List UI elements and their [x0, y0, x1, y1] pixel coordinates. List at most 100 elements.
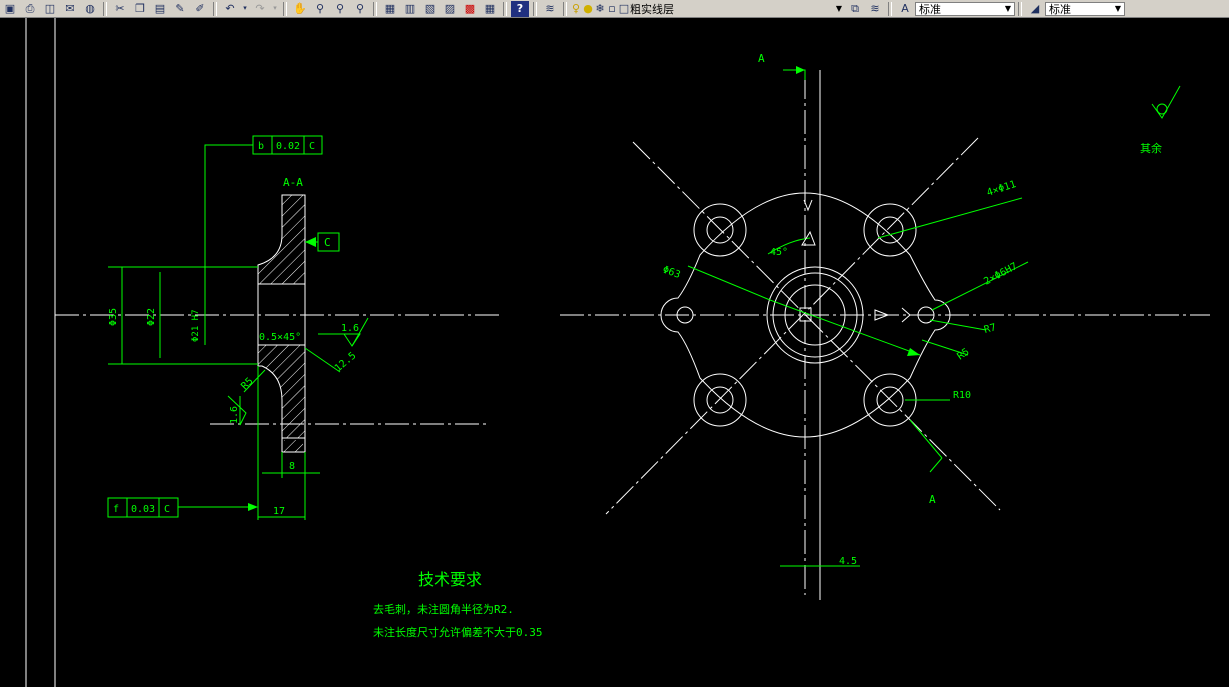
sun-icon[interactable]: ●	[583, 2, 593, 15]
design-center-icon[interactable]: ▥	[404, 2, 416, 15]
dim-style-icon[interactable]: ◢	[1030, 2, 1040, 15]
bolt-hole-boss	[863, 203, 917, 257]
layer-manager-icon[interactable]: ≋	[545, 2, 555, 15]
drawing-canvas[interactable]: A-A C b 0.02 C	[0, 18, 1229, 687]
layer-previous-icon[interactable]: ≋	[870, 2, 880, 15]
dim-style-dropdown[interactable]: 标准 ▼	[1045, 1, 1125, 16]
fcf-top[interactable]: b 0.02 C	[204, 135, 323, 315]
rough-other-label: 其余	[1140, 141, 1162, 155]
datum-triangle	[305, 237, 316, 247]
toolbar-separator	[1018, 1, 1022, 16]
properties-icon[interactable]: ▦	[384, 2, 396, 15]
block-editor-icon[interactable]: ✐	[195, 2, 205, 15]
roughness-symbol	[227, 395, 247, 426]
bolt-hole	[876, 386, 904, 414]
angle-marker	[801, 230, 816, 246]
markup-icon[interactable]: ▩	[464, 2, 476, 15]
toolbar-separator	[103, 1, 107, 16]
sheet-set-icon[interactable]: ▨	[444, 2, 456, 15]
dim-phi22: Φ22	[146, 308, 157, 326]
zoom-previous-icon[interactable]: ⚲	[355, 2, 365, 15]
roughness-other[interactable]: 其余	[1140, 85, 1181, 155]
copy-icon[interactable]: ❐	[135, 2, 145, 15]
technical-requirements[interactable]: 技术要求 去毛刺，未注圆角半径为R2. 未注长度尺寸允许偏差不大于0.35	[373, 570, 543, 639]
undo-icon[interactable]: ↶	[225, 2, 235, 15]
zoom-window-icon[interactable]: ⚲	[335, 2, 345, 15]
freeze-icon[interactable]: ❄	[595, 2, 605, 15]
dim-45: 4.5	[839, 556, 857, 567]
front-view[interactable]: A A Φ63 45° 4×Φ11 2×Φ6H7 R7 R5 R10	[560, 52, 1210, 600]
fcf-datum: C	[164, 504, 170, 515]
y-axis-marker	[803, 199, 813, 212]
rough-16-a: 1.6	[341, 323, 359, 334]
dim-45deg: 45°	[770, 247, 788, 258]
pin-hole	[917, 306, 935, 324]
plot-preview-icon[interactable]: ◫	[44, 2, 56, 15]
fcf-datum: C	[309, 141, 315, 152]
dropdown-arrow-icon[interactable]: ▾	[243, 4, 247, 12]
help-icon[interactable]: ?	[511, 0, 529, 17]
tool-palettes-icon[interactable]: ▧	[424, 2, 436, 15]
chevron-down-icon: ▼	[1004, 4, 1011, 13]
redo-icon[interactable]: ↷	[255, 2, 265, 15]
dim-4xphi11: 4×Φ11	[986, 179, 1018, 199]
datum-c-label: C	[324, 236, 331, 249]
dim-r5-right: R5	[955, 347, 971, 363]
lock-icon[interactable]: ▫	[608, 2, 616, 15]
paste-icon[interactable]: ▤	[154, 2, 166, 15]
toolbar-separator	[283, 1, 287, 16]
layer-dropdown[interactable]: 粗实线层 ▼	[630, 2, 845, 16]
dim-2xphi6h7: 2×Φ6H7	[982, 261, 1019, 288]
bolt-hole	[706, 386, 734, 414]
standard-toolbar: ▣ ⎙ ◫ ✉ ◍ ✂ ❐ ▤ ✎ ✐ ↶ ▾ ↷ ▾ ✋ ⚲ ⚲ ⚲ ▦ ▥ …	[0, 0, 1229, 18]
dim-leader	[877, 197, 1023, 239]
make-current-layer-icon[interactable]: ⧉	[851, 2, 859, 15]
dim-phi35: Φ35	[108, 308, 119, 326]
save-icon[interactable]: ▣	[4, 2, 16, 15]
toolbar-separator	[373, 1, 377, 16]
fcf-arrow	[248, 503, 258, 511]
arrow-head	[907, 348, 920, 356]
dropdown-arrow-icon[interactable]: ▾	[273, 4, 277, 12]
dim-8: 8	[289, 461, 295, 472]
layer-name: 粗实线层	[630, 2, 674, 16]
text-style-value: 标准	[919, 2, 941, 16]
dim-chamfer: 0.5×45°	[259, 332, 301, 343]
pan-icon[interactable]: ✋	[293, 2, 307, 15]
dim-leader	[687, 265, 771, 301]
print-icon[interactable]: ⎙	[25, 2, 35, 15]
match-properties-icon[interactable]: ✎	[175, 2, 185, 15]
section-arrow	[909, 419, 943, 459]
bolt-hole	[876, 216, 904, 244]
angle-arc	[767, 237, 811, 255]
toolbar-separator	[503, 1, 507, 16]
cut-icon[interactable]: ✂	[115, 2, 125, 15]
view-mark-bottom: A	[929, 493, 936, 506]
text-style-icon[interactable]: A	[901, 2, 909, 15]
dim-leader	[769, 299, 921, 356]
fcf-bottom[interactable]: f 0.03 C	[107, 497, 258, 518]
zoom-realtime-icon[interactable]: ⚲	[315, 2, 325, 15]
dim-leader	[931, 261, 1029, 311]
toolbar-separator	[563, 1, 567, 16]
toolbar-separator	[888, 1, 892, 16]
section-arrow	[783, 69, 806, 80]
tech-title: 技术要求	[418, 570, 482, 589]
section-view[interactable]: A-A C b 0.02 C	[55, 135, 500, 520]
bolt-hole	[706, 216, 734, 244]
view-mark-top: A	[758, 52, 765, 65]
roughness-symbol	[1151, 85, 1181, 119]
text-style-dropdown[interactable]: 标准 ▼	[915, 1, 1015, 16]
rough-16-b: 1.6	[229, 406, 240, 424]
dim-17: 17	[273, 506, 285, 517]
arrow-head	[796, 66, 805, 74]
pin-hole	[676, 306, 694, 324]
section-arrow	[929, 457, 943, 473]
color-icon[interactable]: □	[618, 2, 630, 15]
publish-icon[interactable]: ✉	[65, 2, 75, 15]
globe-icon[interactable]: ◍	[85, 2, 95, 15]
chevron-down-icon: ▼	[1114, 4, 1121, 13]
dim-phi63: Φ63	[661, 264, 682, 281]
bulb-icon[interactable]: ♀	[571, 2, 581, 15]
calculator-icon[interactable]: ▦	[484, 2, 496, 15]
